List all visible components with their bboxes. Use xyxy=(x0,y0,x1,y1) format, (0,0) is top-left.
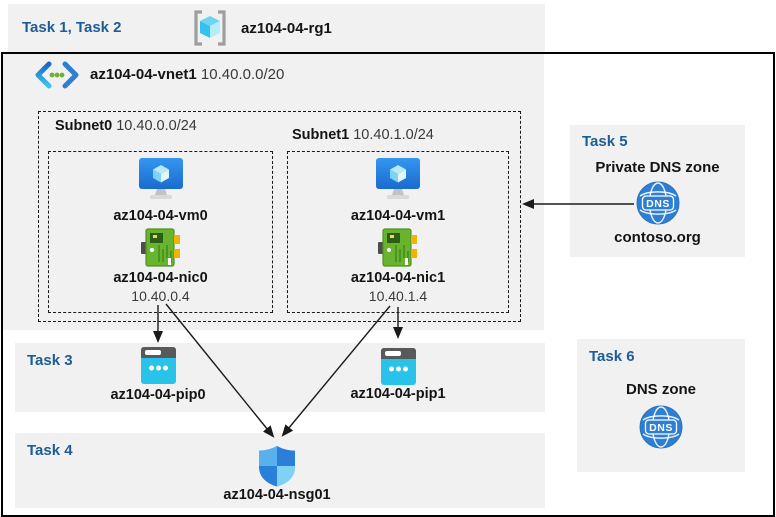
subnet1-name: Subnet1 xyxy=(292,127,350,143)
pip1-icon xyxy=(381,348,416,390)
tasks-1-2-band: Task 1, Task 2 az104-04-rg1 xyxy=(8,4,545,52)
subnets-group-box xyxy=(38,111,521,322)
virtual-network-icon xyxy=(33,61,81,94)
dns-icon-text: DNS xyxy=(649,422,673,434)
pip0-label: az104-04-pip0 xyxy=(110,387,206,403)
pip1-label: az104-04-pip1 xyxy=(350,386,446,402)
subnet1-cidr: 10.40.1.0/24 xyxy=(353,127,434,143)
vm1-icon xyxy=(375,158,421,207)
subnet0-cidr: 10.40.0.0/24 xyxy=(116,118,197,134)
nic1-label: az104-04-nic1 xyxy=(350,270,446,286)
nic1-ip: 10.40.1.4 xyxy=(368,288,428,304)
nsg-label: az104-04-nsg01 xyxy=(223,487,331,503)
vnet-title: az104-04-vnet1 10.40.0.0/20 xyxy=(90,66,284,83)
tasks-1-2-label: Task 1, Task 2 xyxy=(22,19,122,36)
subnet1-box: az104-04-vm1 az104-04-nic1 10.40.1.4 xyxy=(287,151,509,313)
task5-label: Task 5 xyxy=(582,133,628,150)
task3-label: Task 3 xyxy=(27,352,73,369)
task4-band: Task 4 az104-04-nsg01 xyxy=(15,433,545,508)
vnet-cidr: 10.40.0.0/20 xyxy=(200,66,285,83)
dns-icon-text: DNS xyxy=(646,198,670,210)
private-dns-zone-title: Private DNS zone xyxy=(595,159,720,176)
task3-band: Task 3 az104-04-pip0 az104-04-pip1 xyxy=(15,343,545,412)
vm0-label: az104-04-vm0 xyxy=(113,208,208,224)
subnet0-name: Subnet0 xyxy=(55,118,113,134)
nic0-icon xyxy=(140,228,181,273)
subnet1-title: Subnet1 10.40.1.0/24 xyxy=(292,127,434,143)
nsg-shield-icon xyxy=(259,446,295,492)
subnet0-box: az104-04-vm0 az104-04-nic0 10.40.0.4 xyxy=(48,151,273,313)
task5-panel: Task 5 Private DNS zone DNS contoso.org xyxy=(570,125,745,257)
subnet0-title: Subnet0 10.40.0.0/24 xyxy=(55,118,197,134)
dns-zone-title: DNS zone xyxy=(625,381,697,398)
resource-group-icon xyxy=(191,9,229,52)
vm1-label: az104-04-vm1 xyxy=(350,208,446,224)
nic0-label: az104-04-nic0 xyxy=(113,270,208,286)
nic0-ip: 10.40.0.4 xyxy=(131,288,190,304)
task4-label: Task 4 xyxy=(27,442,73,459)
task6-panel: Task 6 DNS zone DNS xyxy=(577,339,745,472)
vnet-name: az104-04-vnet1 xyxy=(90,66,197,83)
resource-group-name: az104-04-rg1 xyxy=(241,20,332,37)
dns-zone-icon: DNS xyxy=(639,405,683,454)
vnet-area xyxy=(3,54,544,330)
nic1-icon xyxy=(378,228,418,273)
vm0-icon xyxy=(138,158,184,207)
private-dns-zone-name: contoso.org xyxy=(614,229,701,246)
diagram-frame xyxy=(1,52,775,517)
pip0-icon xyxy=(141,347,176,389)
private-dns-zone-icon: DNS xyxy=(636,181,680,230)
task6-label: Task 6 xyxy=(589,348,635,365)
